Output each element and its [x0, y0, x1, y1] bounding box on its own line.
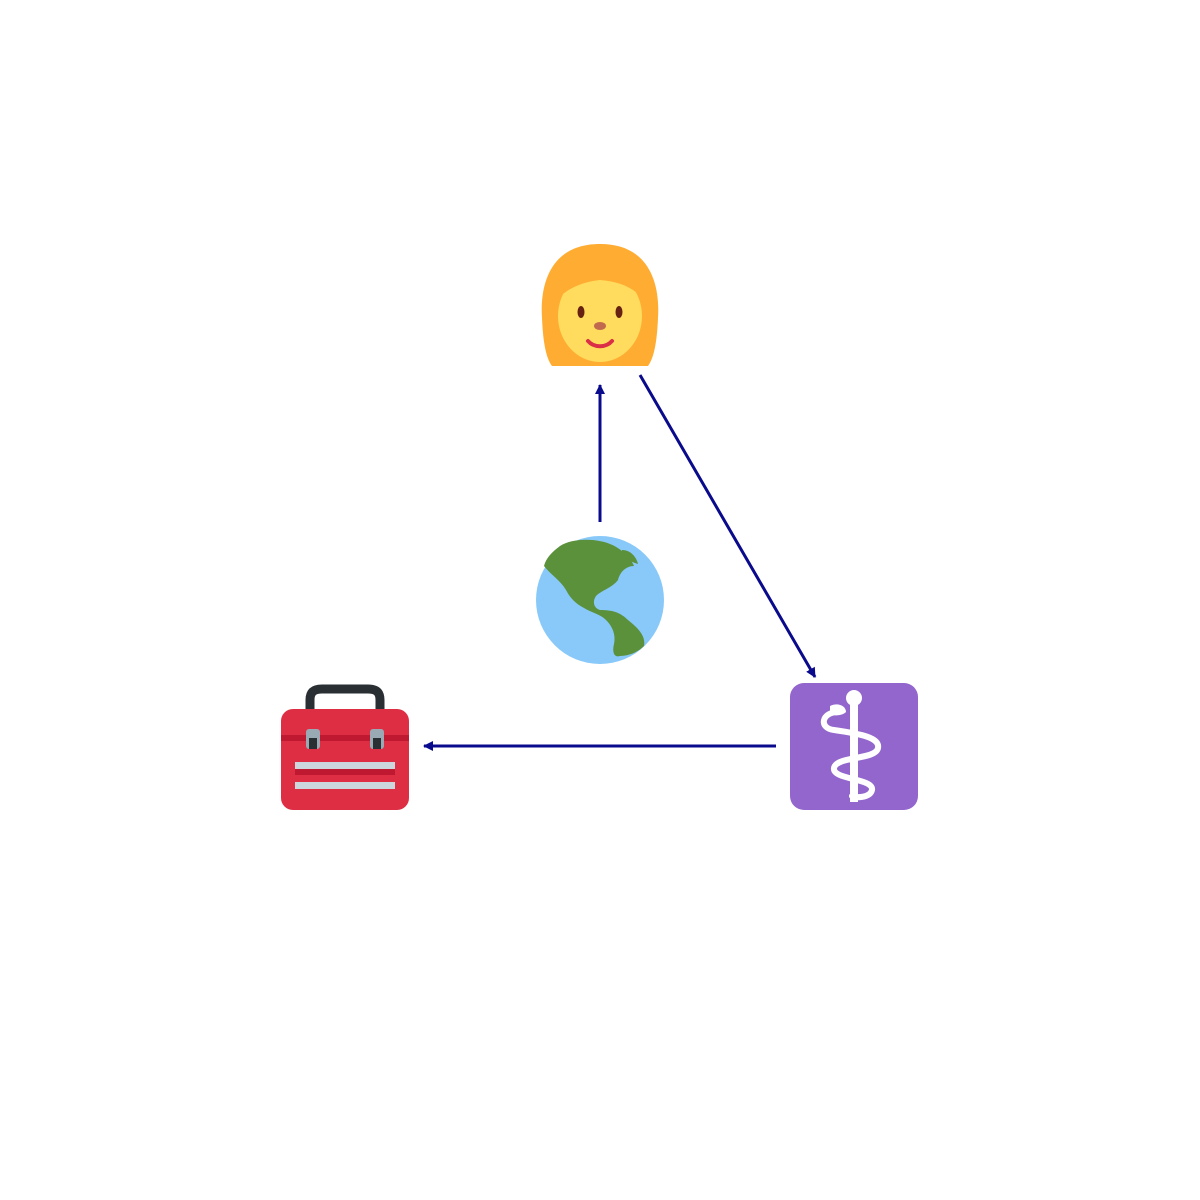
toolbox-icon [281, 684, 409, 810]
node-globe [536, 536, 664, 664]
medical-symbol-icon [790, 683, 918, 810]
node-medical [790, 683, 918, 810]
globe-americas-icon [536, 536, 664, 664]
edges [423, 374, 817, 751]
node-toolbox [281, 684, 409, 810]
node-woman [541, 244, 659, 366]
edge-woman-to-medical [638, 374, 817, 678]
woman-face-icon [541, 244, 659, 366]
